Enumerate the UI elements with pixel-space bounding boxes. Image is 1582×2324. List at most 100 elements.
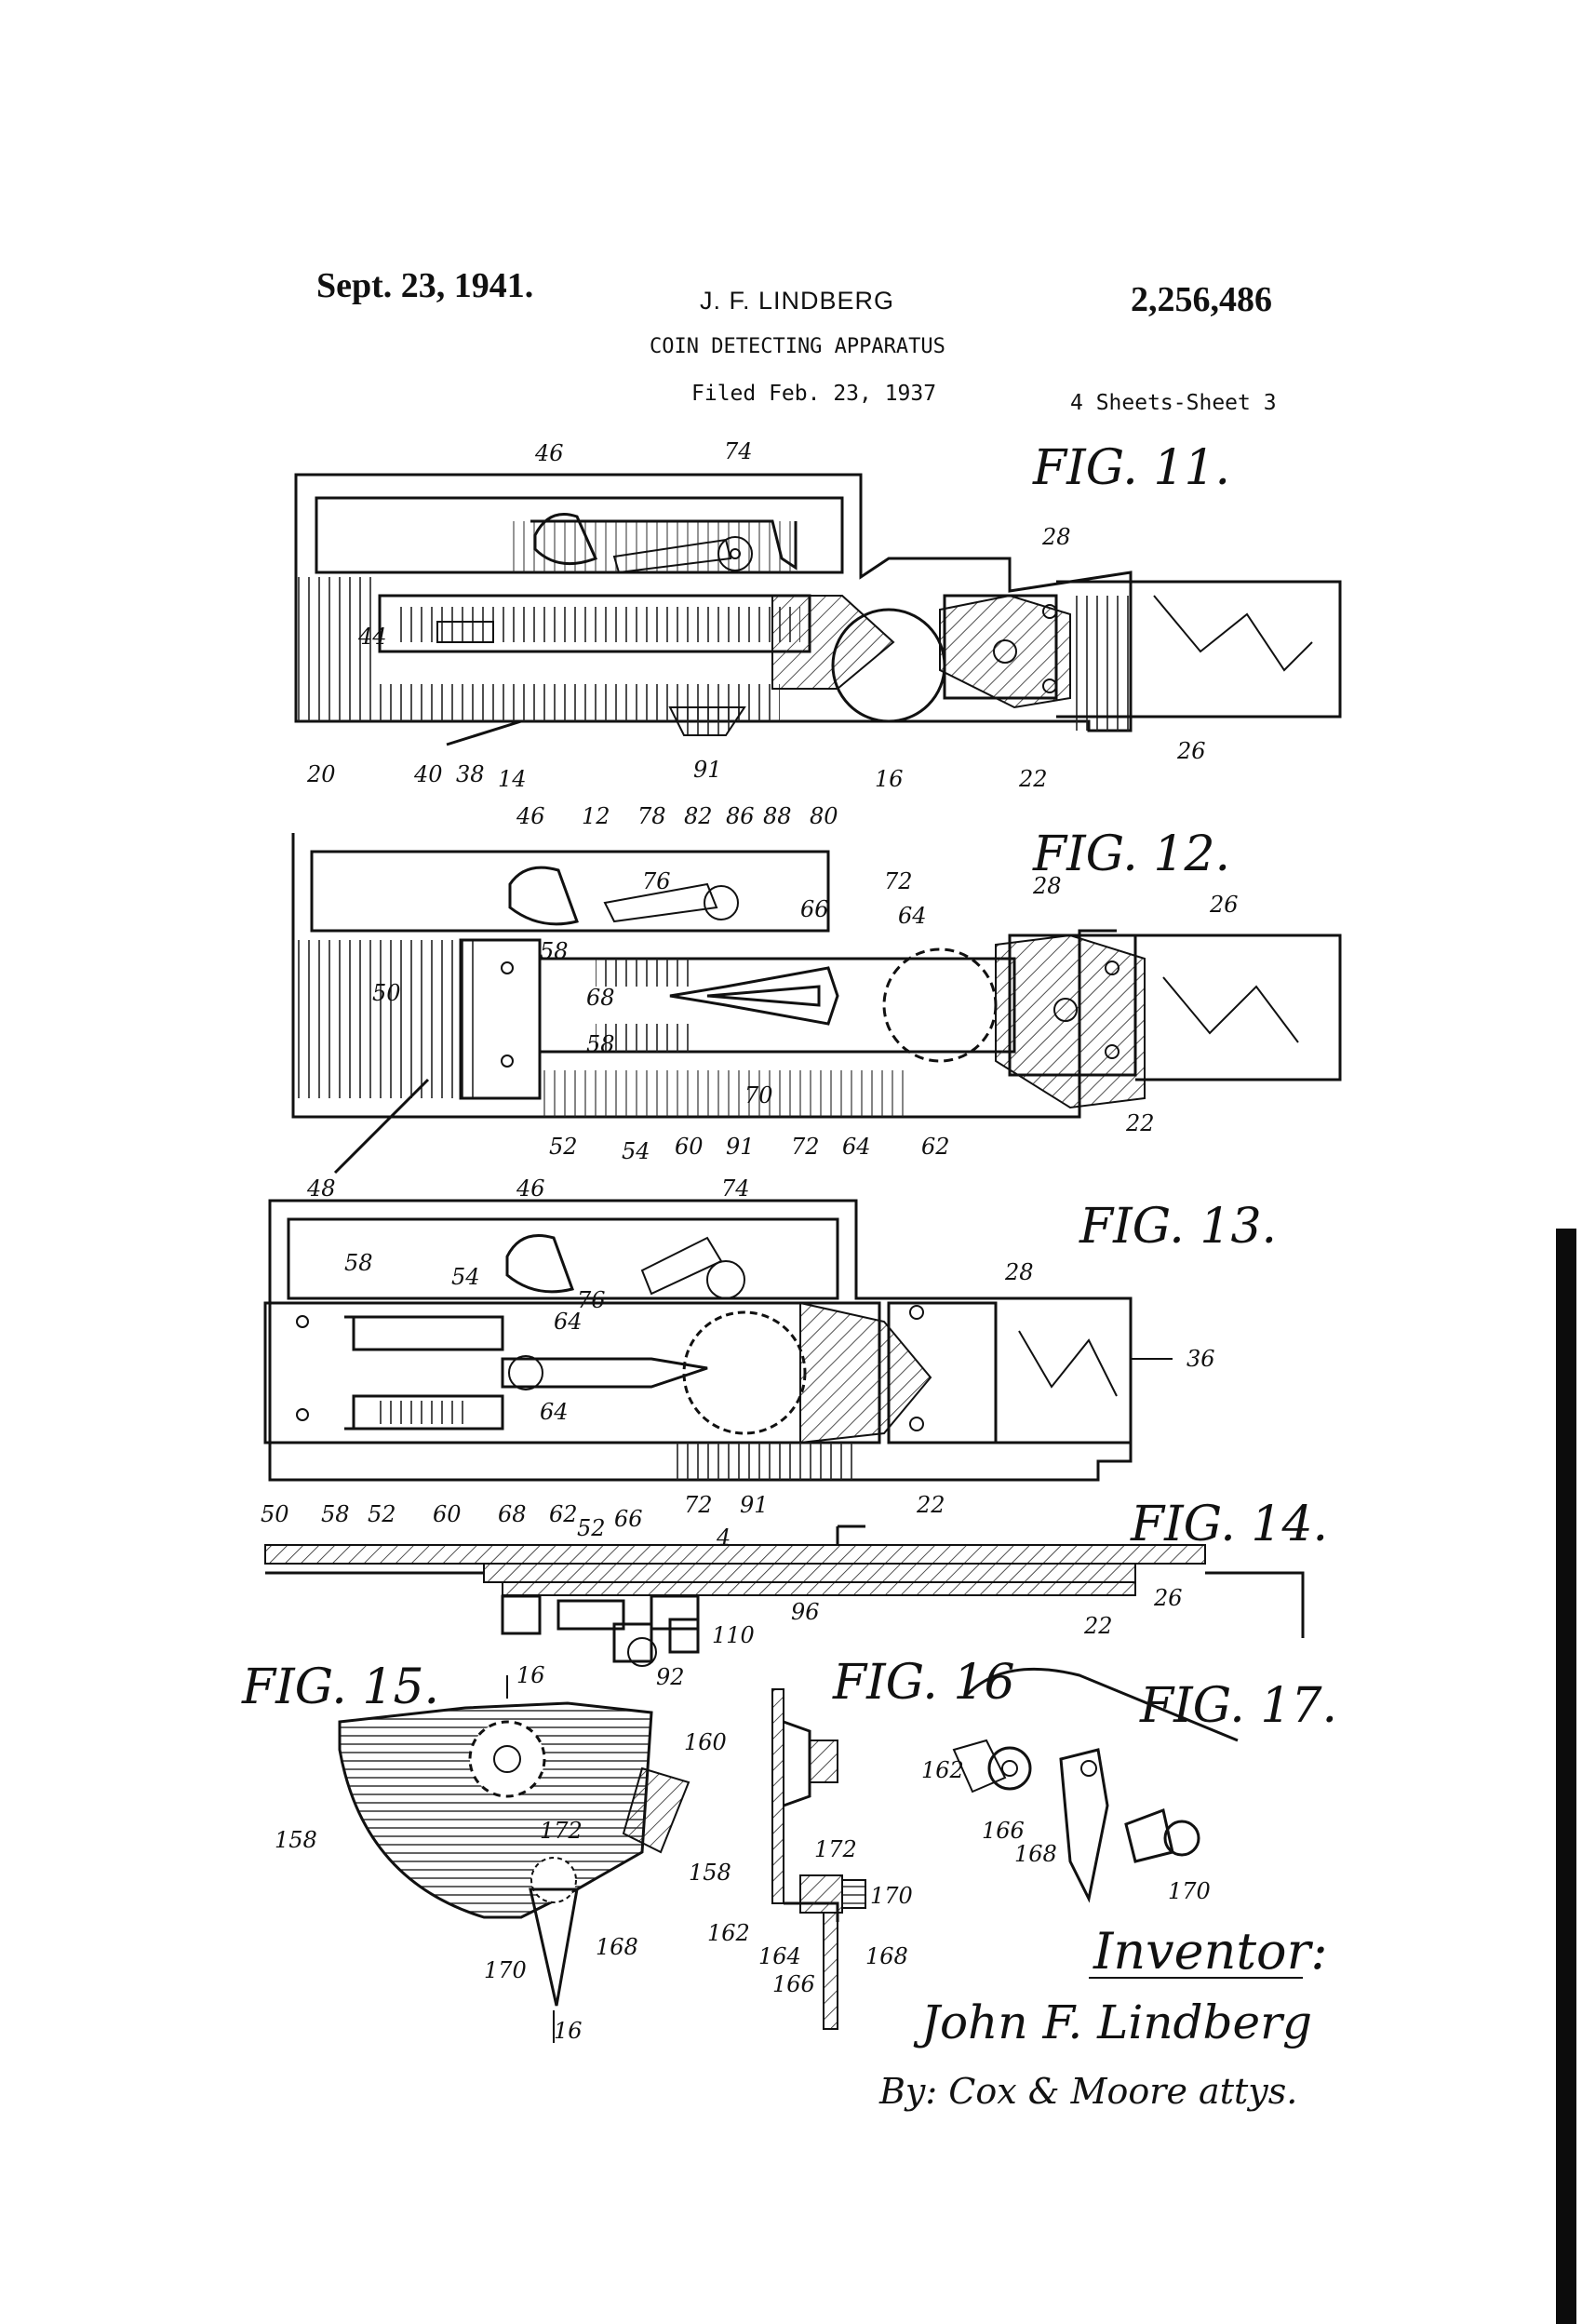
- inventor-signature: Inventor: John F. Lindberg By: Cox & Moo…: [878, 1922, 1328, 2112]
- fig11-ref-20: 20: [306, 761, 336, 787]
- fig12-ref-12: 12: [582, 803, 610, 829]
- fig14-ref-96: 96: [791, 1599, 820, 1625]
- fig13-ref-58-lower: 58: [321, 1501, 350, 1527]
- fig12-ref-66: 66: [800, 896, 829, 922]
- fig11-ref-46: 46: [534, 440, 564, 466]
- fig13-ref-64-lower: 64: [540, 1399, 569, 1425]
- fig16-ref-164: 164: [758, 1943, 801, 1969]
- fig12-ref-22: 22: [1125, 1110, 1155, 1136]
- fig16-ref-170: 170: [870, 1883, 913, 1909]
- fig12-ref-80: 80: [810, 803, 838, 829]
- fig15-ref-16-top: 16: [516, 1662, 545, 1688]
- fig12-ref-54: 54: [622, 1138, 650, 1164]
- fig14-ref-92: 92: [656, 1664, 685, 1690]
- fig15-ref-170: 170: [484, 1957, 527, 1983]
- fig12-ref-76: 76: [642, 868, 671, 894]
- fig11-ref-44: 44: [357, 624, 387, 650]
- fig11-ref-22: 22: [1018, 766, 1048, 792]
- fig13-ref-46: 46: [516, 1175, 545, 1202]
- fig11-ref-38: 38: [456, 761, 485, 787]
- fig15-ref-16-bottom: 16: [554, 2018, 583, 2044]
- figure-16: FIG. 16 172 158 170 162 164 168 166: [689, 1655, 1015, 2030]
- fig15-ref-160: 160: [684, 1729, 727, 1755]
- fig11-ref-74: 74: [724, 438, 753, 464]
- signature-name: John F. Lindberg: [913, 1995, 1312, 2049]
- fig14-ref-4: 4: [716, 1525, 731, 1551]
- fig11-ref-26: 26: [1176, 738, 1206, 764]
- fig13-ref-76: 76: [577, 1287, 606, 1313]
- figure-14-label: FIG. 14.: [1130, 1497, 1328, 1552]
- fig11-ref-14: 14: [498, 766, 527, 792]
- sheet-count: 4 Sheets-Sheet 3: [1070, 391, 1277, 415]
- fig12-ref-86: 86: [726, 803, 755, 829]
- fig12-ref-26: 26: [1209, 892, 1239, 918]
- fig11-ref-16: 16: [875, 766, 904, 792]
- fig17-ref-162: 162: [921, 1757, 964, 1783]
- fig12-ref-91: 91: [726, 1134, 755, 1160]
- fig16-ref-158: 158: [689, 1860, 731, 1886]
- fig12-ref-28: 28: [1032, 873, 1062, 899]
- fig16-ref-166: 166: [772, 1971, 815, 1997]
- fig12-ref-78: 78: [637, 803, 666, 829]
- figure-11: FIG. 11. 46 74 28 44 20 40 38 14 91 16 2…: [294, 438, 1342, 792]
- fig15-ref-172: 172: [540, 1818, 583, 1844]
- filing-date: Filed Feb. 23, 1937: [691, 382, 937, 406]
- figure-11-label: FIG. 11.: [1032, 440, 1230, 496]
- figure-13: FIG. 13. 46 74 58 54 76 64 28 36 64 50 5…: [261, 1175, 1277, 1532]
- fig14-ref-22: 22: [1083, 1613, 1113, 1639]
- fig13-ref-54: 54: [451, 1264, 480, 1290]
- figure-13-label: FIG. 13.: [1079, 1199, 1277, 1255]
- fig13-ref-50: 50: [261, 1501, 289, 1527]
- fig14-ref-26: 26: [1153, 1585, 1183, 1611]
- fig15-ref-168: 168: [596, 1934, 638, 1960]
- fig12-ref-46: 46: [516, 803, 545, 829]
- fig15-ref-158: 158: [275, 1827, 317, 1853]
- fig13-ref-64-upper: 64: [554, 1309, 583, 1335]
- fig12-ref-68: 68: [586, 985, 615, 1011]
- signature-heading: Inventor:: [1093, 1922, 1328, 1981]
- signature-attorneys: By: Cox & Moore attys.: [878, 2071, 1297, 2112]
- fig14-ref-52: 52: [577, 1515, 606, 1541]
- fig12-ref-82: 82: [684, 803, 713, 829]
- figure-17-label: FIG. 17.: [1139, 1678, 1337, 1734]
- fig14-ref-110: 110: [712, 1622, 755, 1648]
- fig12-ref-50: 50: [372, 980, 401, 1006]
- fig13-ref-62: 62: [549, 1501, 578, 1527]
- fig13-ref-22: 22: [916, 1492, 945, 1518]
- fig12-ref-64-lower: 64: [842, 1134, 871, 1160]
- figure-15: FIG. 15. 16 160 158 172 170 168 16: [241, 1659, 727, 2044]
- fig12-ref-62: 62: [921, 1134, 950, 1160]
- fig16-ref-168: 168: [865, 1943, 908, 1969]
- fig13-ref-52: 52: [368, 1501, 396, 1527]
- figure-17: FIG. 17. 162 166 168 170: [921, 1667, 1337, 1904]
- figure-14: FIG. 14. 52 4 26 96 22 110 92: [264, 1497, 1328, 1690]
- fig16-ref-172: 172: [814, 1836, 857, 1862]
- fig12-ref-72: 72: [884, 868, 913, 894]
- fig12-ref-58-lower: 58: [586, 1031, 615, 1057]
- fig16-ref-162: 162: [707, 1920, 750, 1946]
- scan-edge-bar: [1556, 1229, 1576, 2324]
- fig12-ref-64: 64: [898, 903, 927, 929]
- fig12-ref-48: 48: [306, 1175, 336, 1202]
- fig12-ref-88: 88: [763, 803, 792, 829]
- fig17-ref-168: 168: [1014, 1841, 1057, 1867]
- fig17-ref-166: 166: [982, 1818, 1025, 1844]
- fig12-ref-72-lower: 72: [791, 1134, 820, 1160]
- fig13-ref-66: 66: [614, 1506, 643, 1532]
- inventor-name: J. F. LINDBERG: [700, 287, 895, 315]
- fig11-ref-40: 40: [413, 761, 443, 787]
- fig12-ref-52: 52: [549, 1134, 578, 1160]
- patent-date: Sept. 23, 1941.: [316, 266, 534, 305]
- fig11-ref-28: 28: [1041, 524, 1071, 550]
- fig13-ref-58-upper: 58: [344, 1250, 373, 1276]
- fig13-ref-28: 28: [1004, 1259, 1034, 1285]
- fig13-ref-36: 36: [1186, 1346, 1215, 1372]
- patent-title: COIN DETECTING APPARATUS: [650, 335, 945, 358]
- fig11-ref-91: 91: [693, 757, 722, 783]
- fig13-ref-72: 72: [684, 1492, 713, 1518]
- fig17-ref-170: 170: [1168, 1878, 1211, 1904]
- fig13-ref-68: 68: [498, 1501, 527, 1527]
- fig12-ref-58-upper: 58: [540, 938, 569, 964]
- figure-15-label: FIG. 15.: [241, 1659, 439, 1715]
